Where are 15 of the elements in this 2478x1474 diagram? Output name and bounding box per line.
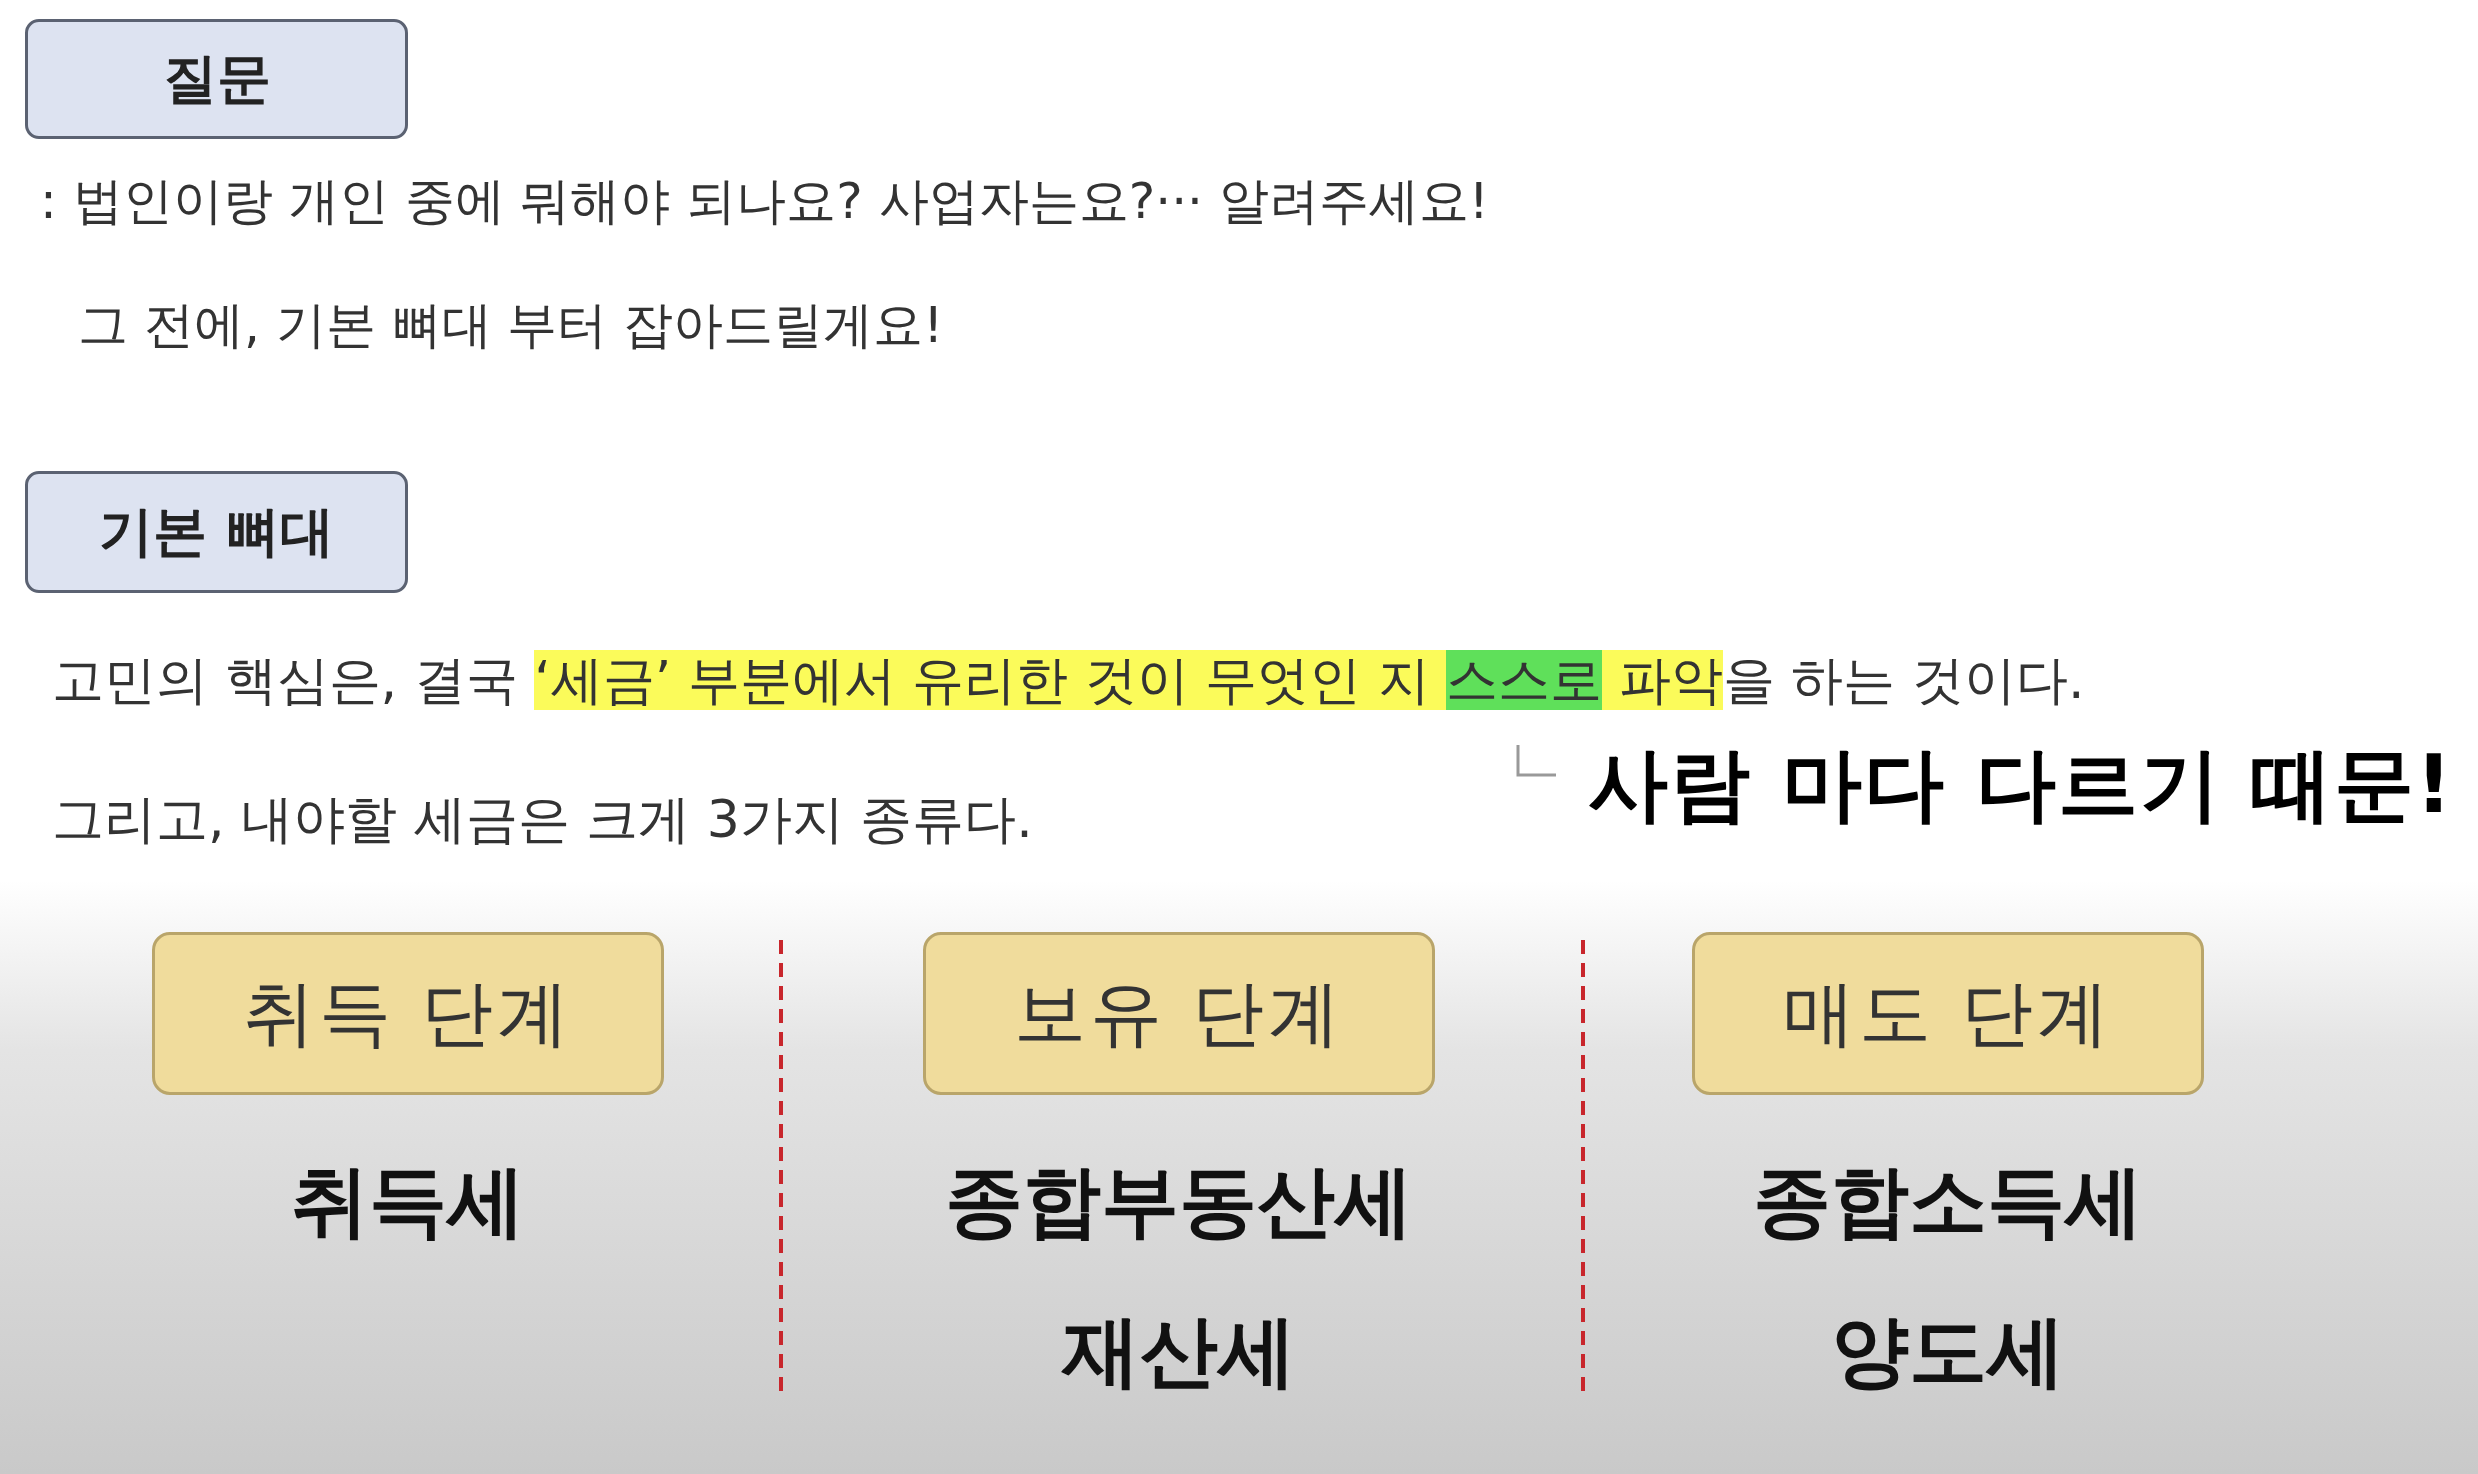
tax-name: 양도세 <box>1830 1305 2066 1398</box>
stage-box: 보유 단계 <box>923 932 1435 1095</box>
stage-box: 취득 단계 <box>152 932 664 1095</box>
tax-name: 종합부동산세 <box>944 1155 1414 1248</box>
section-heading: 질문 <box>25 19 408 139</box>
reason-text: 사람 마다 다르기 때문! <box>1588 737 2455 833</box>
tax-name: 취득세 <box>290 1155 526 1248</box>
stage-box: 매도 단계 <box>1692 932 2204 1095</box>
tax-name: 재산세 <box>1060 1305 1297 1398</box>
key-point-text: 고민의 핵심은, 결국 ‘세금’ 부분에서 유리한 것이 무엇인 지 스스로 파악을 하는 것이다. <box>52 649 2085 712</box>
tax-types-text: 그리고, 내야할 세금은 크게 3가지 종류다. <box>52 788 1033 851</box>
intro-text: 그 전에, 기본 뼈대 부터 잡아드릴게요! <box>78 295 944 356</box>
question-text: : 법인이랑 개인 중에 뭐해야 되나요? 사업자는요?··· 알려주세요! <box>40 171 1489 232</box>
tax-name: 종합소득세 <box>1752 1155 2144 1248</box>
section-heading: 기본 뼈대 <box>25 471 408 593</box>
